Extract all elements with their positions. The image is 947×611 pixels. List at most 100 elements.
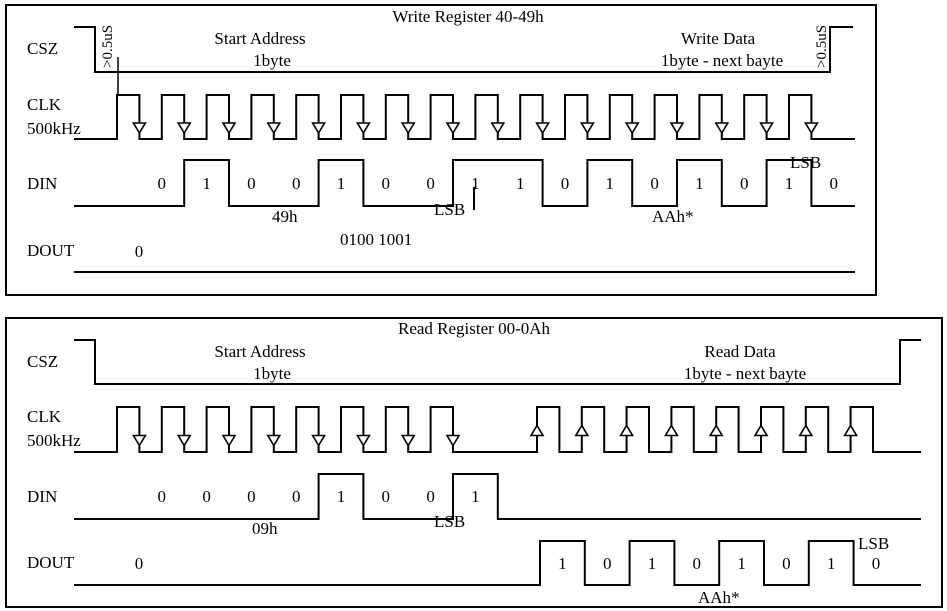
- write-clk-edge-arrow-8: [445, 122, 461, 135]
- read-clk-edge-arrow-14: [753, 423, 769, 437]
- write-din-bit-12: 0: [650, 174, 659, 193]
- read-din-bit-5: 1: [337, 487, 346, 506]
- read-clk-edge-arrow-12: [663, 423, 679, 437]
- write-clk-edge-arrow-4: [266, 122, 282, 135]
- read-clk-edge-arrow-13: [708, 423, 724, 437]
- write-addr-bin: 0100 1001: [340, 230, 412, 249]
- write-dout-label: DOUT: [27, 241, 75, 260]
- write-start-size-label: 1byte: [253, 51, 291, 70]
- write-din-label: DIN: [27, 174, 57, 193]
- write-dout-value: 0: [135, 242, 144, 261]
- write-clk-wave: [74, 94, 855, 140]
- read-clk-edge-arrow-16: [843, 423, 859, 437]
- write-clk-edge-arrow-6: [355, 122, 371, 135]
- read-clk-edge-arrows: [131, 423, 859, 448]
- read-clk-edge-arrow-15: [798, 423, 814, 437]
- read-din-wave: [74, 473, 921, 520]
- read-din-bit-8: 1: [471, 487, 480, 506]
- read-dout-label: DOUT: [27, 553, 75, 572]
- write-clk-edge-arrow-3: [221, 122, 237, 135]
- write-csz-wave: [74, 26, 853, 73]
- write-din-bit-1: 0: [158, 174, 167, 193]
- write-clk-edge-arrow-11: [579, 122, 595, 135]
- read-dout-bits: 1 0 1 0 1 0 1 0: [558, 554, 880, 573]
- write-din-bit-3: 0: [247, 174, 256, 193]
- read-din-bit-1: 0: [158, 487, 167, 506]
- write-data-hex: AAh*: [652, 207, 694, 226]
- write-clk-freq-label: 500kHz: [27, 119, 81, 138]
- read-dout-lsb-label: LSB: [858, 534, 889, 553]
- write-din-bit-4: 0: [292, 174, 301, 193]
- write-din-wave: [74, 159, 855, 207]
- read-clk-edge-arrow-11: [619, 423, 635, 437]
- read-clk-label: CLK: [27, 407, 62, 426]
- read-dout-bit-1: 1: [558, 554, 567, 573]
- read-csz-wave: [74, 339, 921, 385]
- write-panel: Write Register 40-49h CSZ CLK 500kHz DIN…: [5, 4, 877, 296]
- read-din-bit-7: 0: [426, 487, 435, 506]
- read-data-label: Read Data: [704, 342, 776, 361]
- write-data-lsb-label: LSB: [790, 153, 821, 172]
- write-clk-edge-arrow-10: [535, 122, 551, 135]
- read-dout-bit-6: 0: [782, 554, 791, 573]
- write-clk-edge-arrow-5: [311, 122, 327, 135]
- write-clk-edge-arrow-13: [669, 122, 685, 135]
- write-din-bit-8: 1: [471, 174, 480, 193]
- write-clk-edge-arrow-9: [490, 122, 506, 135]
- write-din-bit-11: 1: [606, 174, 615, 193]
- write-din-bit-16: 0: [830, 174, 839, 193]
- read-clk-edge-arrow-7: [400, 434, 416, 448]
- write-din-bit-10: 0: [561, 174, 570, 193]
- write-panel-frame: [5, 4, 877, 296]
- read-dout-bit-4: 0: [693, 554, 702, 573]
- read-panel: Read Register 00-0Ah CSZ CLK 500kHz DIN …: [5, 317, 943, 608]
- read-clk-edge-arrow-5: [311, 434, 327, 448]
- read-clk-edge-arrow-10: [574, 423, 590, 437]
- read-dout-bit-2: 0: [603, 554, 612, 573]
- write-csz-label: CSZ: [27, 39, 58, 58]
- write-clk-edge-arrow-15: [759, 122, 775, 135]
- write-din-bit-9: 1: [516, 174, 525, 193]
- write-din-bit-13: 1: [695, 174, 704, 193]
- write-clk-label: CLK: [27, 95, 62, 114]
- read-clk-edge-arrow-3: [221, 434, 237, 448]
- write-clk-edge-arrow-14: [714, 122, 730, 135]
- write-clk-edge-arrow-1: [131, 122, 147, 135]
- read-dout-bit-3: 1: [648, 554, 657, 573]
- write-clk-edge-arrow-2: [176, 122, 192, 135]
- read-addr-hex: 09h: [252, 519, 278, 538]
- read-dout-wave: [74, 540, 921, 586]
- read-clk-edge-arrow-4: [266, 434, 282, 448]
- write-addr-hex: 49h: [272, 207, 298, 226]
- read-din-bit-4: 0: [292, 487, 301, 506]
- read-start-label: Start Address: [214, 342, 305, 361]
- write-clk-edge-arrow-16: [803, 122, 819, 135]
- write-din-bit-5: 1: [337, 174, 346, 193]
- write-panel-title: Write Register 40-49h: [392, 7, 544, 26]
- read-din-bit-6: 0: [382, 487, 391, 506]
- write-din-bit-2: 1: [202, 174, 211, 193]
- write-din-lsb-label: LSB: [434, 200, 465, 219]
- read-din-lsb-label: LSB: [434, 512, 465, 531]
- read-din-bit-3: 0: [247, 487, 256, 506]
- read-din-bits: 0 0 0 0 1 0 0 1: [158, 487, 480, 506]
- write-timing-left: >0.5uS: [100, 25, 116, 68]
- read-clk-wave: [74, 406, 921, 453]
- read-panel-frame: [5, 317, 943, 608]
- write-data-size-label: 1byte - next bayte: [661, 51, 783, 70]
- read-dout-bit-7: 1: [827, 554, 836, 573]
- write-timing-right: >0.5uS: [814, 25, 830, 68]
- read-clk-edge-arrow-6: [355, 434, 371, 448]
- write-din-bit-6: 0: [382, 174, 391, 193]
- read-start-size-label: 1byte: [253, 364, 291, 383]
- write-din-bit-15: 1: [785, 174, 794, 193]
- read-data-hex: AAh*: [698, 588, 740, 607]
- read-clk-edge-arrow-9: [529, 423, 545, 437]
- read-dout-bit-5: 1: [737, 554, 746, 573]
- read-clk-freq-label: 500kHz: [27, 431, 81, 450]
- read-din-bit-2: 0: [202, 487, 211, 506]
- write-din-bit-7: 0: [426, 174, 435, 193]
- read-dout-bit-8: 0: [872, 554, 881, 573]
